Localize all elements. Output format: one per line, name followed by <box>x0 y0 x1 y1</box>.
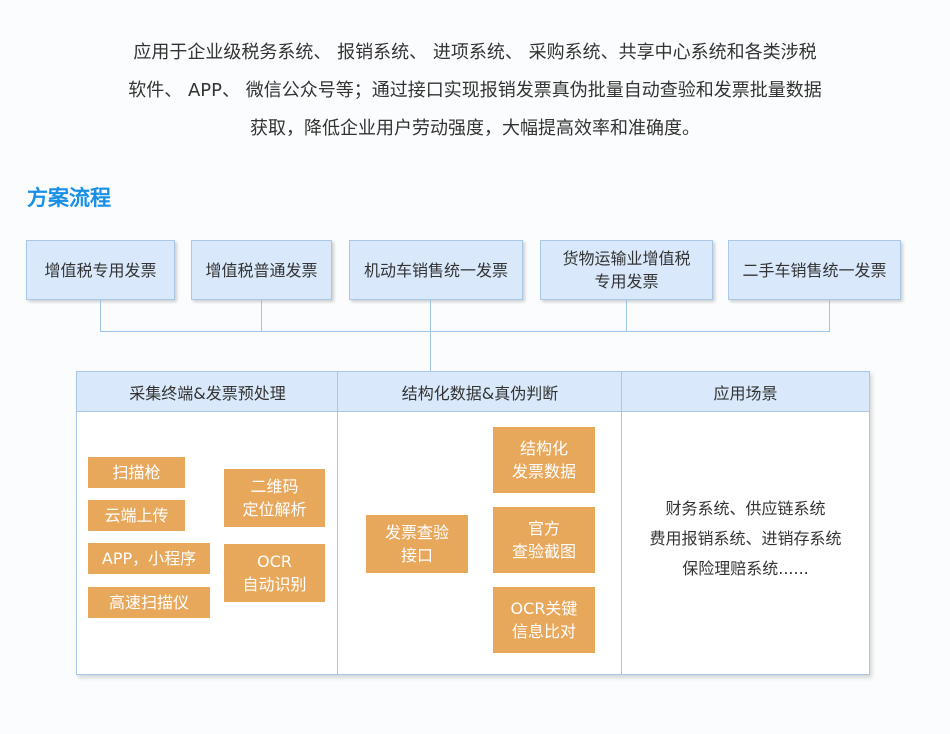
preprocess-label: 自动识别 <box>242 575 307 594</box>
preprocess-label: 定位解析 <box>242 500 307 519</box>
scenario-line: 财务系统、供应链系统 <box>665 499 826 518</box>
connector-line <box>100 300 101 331</box>
invoice-type-label: 货物运输业增值税 <box>562 249 691 268</box>
invoice-type-label: 二手车销售统一发票 <box>742 260 887 280</box>
capture-method-box: 扫描枪 <box>88 457 185 488</box>
column-divider <box>337 372 338 674</box>
invoice-type-box: 增值税专用发票 <box>26 240 175 300</box>
capture-method-label: 高速扫描仪 <box>108 593 189 612</box>
invoice-type-box: 货物运输业增值税 专用发票 <box>540 240 713 300</box>
connector-bus <box>100 331 830 332</box>
invoice-type-label: 增值税专用发票 <box>44 260 157 280</box>
connector-line <box>626 300 627 331</box>
output-label: 信息比对 <box>511 622 576 641</box>
capture-method-box: APP，小程序 <box>88 543 210 574</box>
output-box: 结构化 发票数据 <box>493 427 595 493</box>
output-box: 官方 查验截图 <box>493 507 595 573</box>
output-label: 官方 <box>527 519 560 538</box>
preprocess-box: 二维码 定位解析 <box>224 469 325 527</box>
invoice-type-box: 二手车销售统一发票 <box>728 240 901 300</box>
preprocess-box: OCR 自动识别 <box>224 544 325 602</box>
column-header: 采集终端&发票预处理 <box>77 372 338 412</box>
preprocess-label: OCR <box>257 552 292 571</box>
invoice-type-label: 机动车销售统一发票 <box>363 260 508 280</box>
preprocess-label: 二维码 <box>250 477 299 496</box>
capture-method-box: 云端上传 <box>88 500 185 531</box>
column-divider <box>621 372 622 674</box>
verify-interface-label: 发票查验 <box>384 523 449 542</box>
connector-line <box>829 300 830 331</box>
application-scenarios: 财务系统、供应链系统 费用报销系统、进销存系统 保险理赔系统...... <box>622 494 869 584</box>
invoice-type-label: 专用发票 <box>594 272 659 291</box>
output-box: OCR关键 信息比对 <box>493 587 595 653</box>
intro-line: 应用于企业级税务系统、 报销系统、 进项系统、 采购系统、共享中心系统和各类涉税 <box>133 42 817 63</box>
output-label: 查验截图 <box>511 542 576 561</box>
capture-method-label: 云端上传 <box>104 506 169 525</box>
column-header: 应用场景 <box>622 372 869 412</box>
intro-text: 应用于企业级税务系统、 报销系统、 进项系统、 采购系统、共享中心系统和各类涉税… <box>60 34 890 148</box>
capture-method-box: 高速扫描仪 <box>88 587 210 618</box>
verify-interface-box: 发票查验 接口 <box>366 515 468 573</box>
connector-line <box>261 300 262 331</box>
capture-method-label: APP，小程序 <box>101 549 197 568</box>
intro-line: 软件、 APP、 微信公众号等；通过接口实现报销发票真伪批量自动查验和发票批量数… <box>128 80 822 101</box>
intro-line: 获取，降低企业用户劳动强度，大幅提高效率和准确度。 <box>250 118 700 139</box>
output-label: 结构化 <box>519 439 568 458</box>
connector-line <box>430 300 431 371</box>
process-panel: 采集终端&发票预处理 结构化数据&真伪判断 应用场景 扫描枪 云端上传 APP，… <box>76 371 870 675</box>
output-label: OCR关键 <box>510 599 578 618</box>
output-label: 发票数据 <box>511 462 576 481</box>
column-header: 结构化数据&真伪判断 <box>338 372 622 412</box>
invoice-type-box: 机动车销售统一发票 <box>349 240 523 300</box>
invoice-type-label: 增值税普通发票 <box>205 260 318 280</box>
capture-method-label: 扫描枪 <box>112 463 161 482</box>
scenario-line: 费用报销系统、进销存系统 <box>649 529 842 548</box>
verify-interface-label: 接口 <box>400 546 433 565</box>
invoice-type-box: 增值税普通发票 <box>191 240 332 300</box>
section-title: 方案流程 <box>27 186 111 210</box>
scenario-line: 保险理赔系统...... <box>682 559 809 578</box>
